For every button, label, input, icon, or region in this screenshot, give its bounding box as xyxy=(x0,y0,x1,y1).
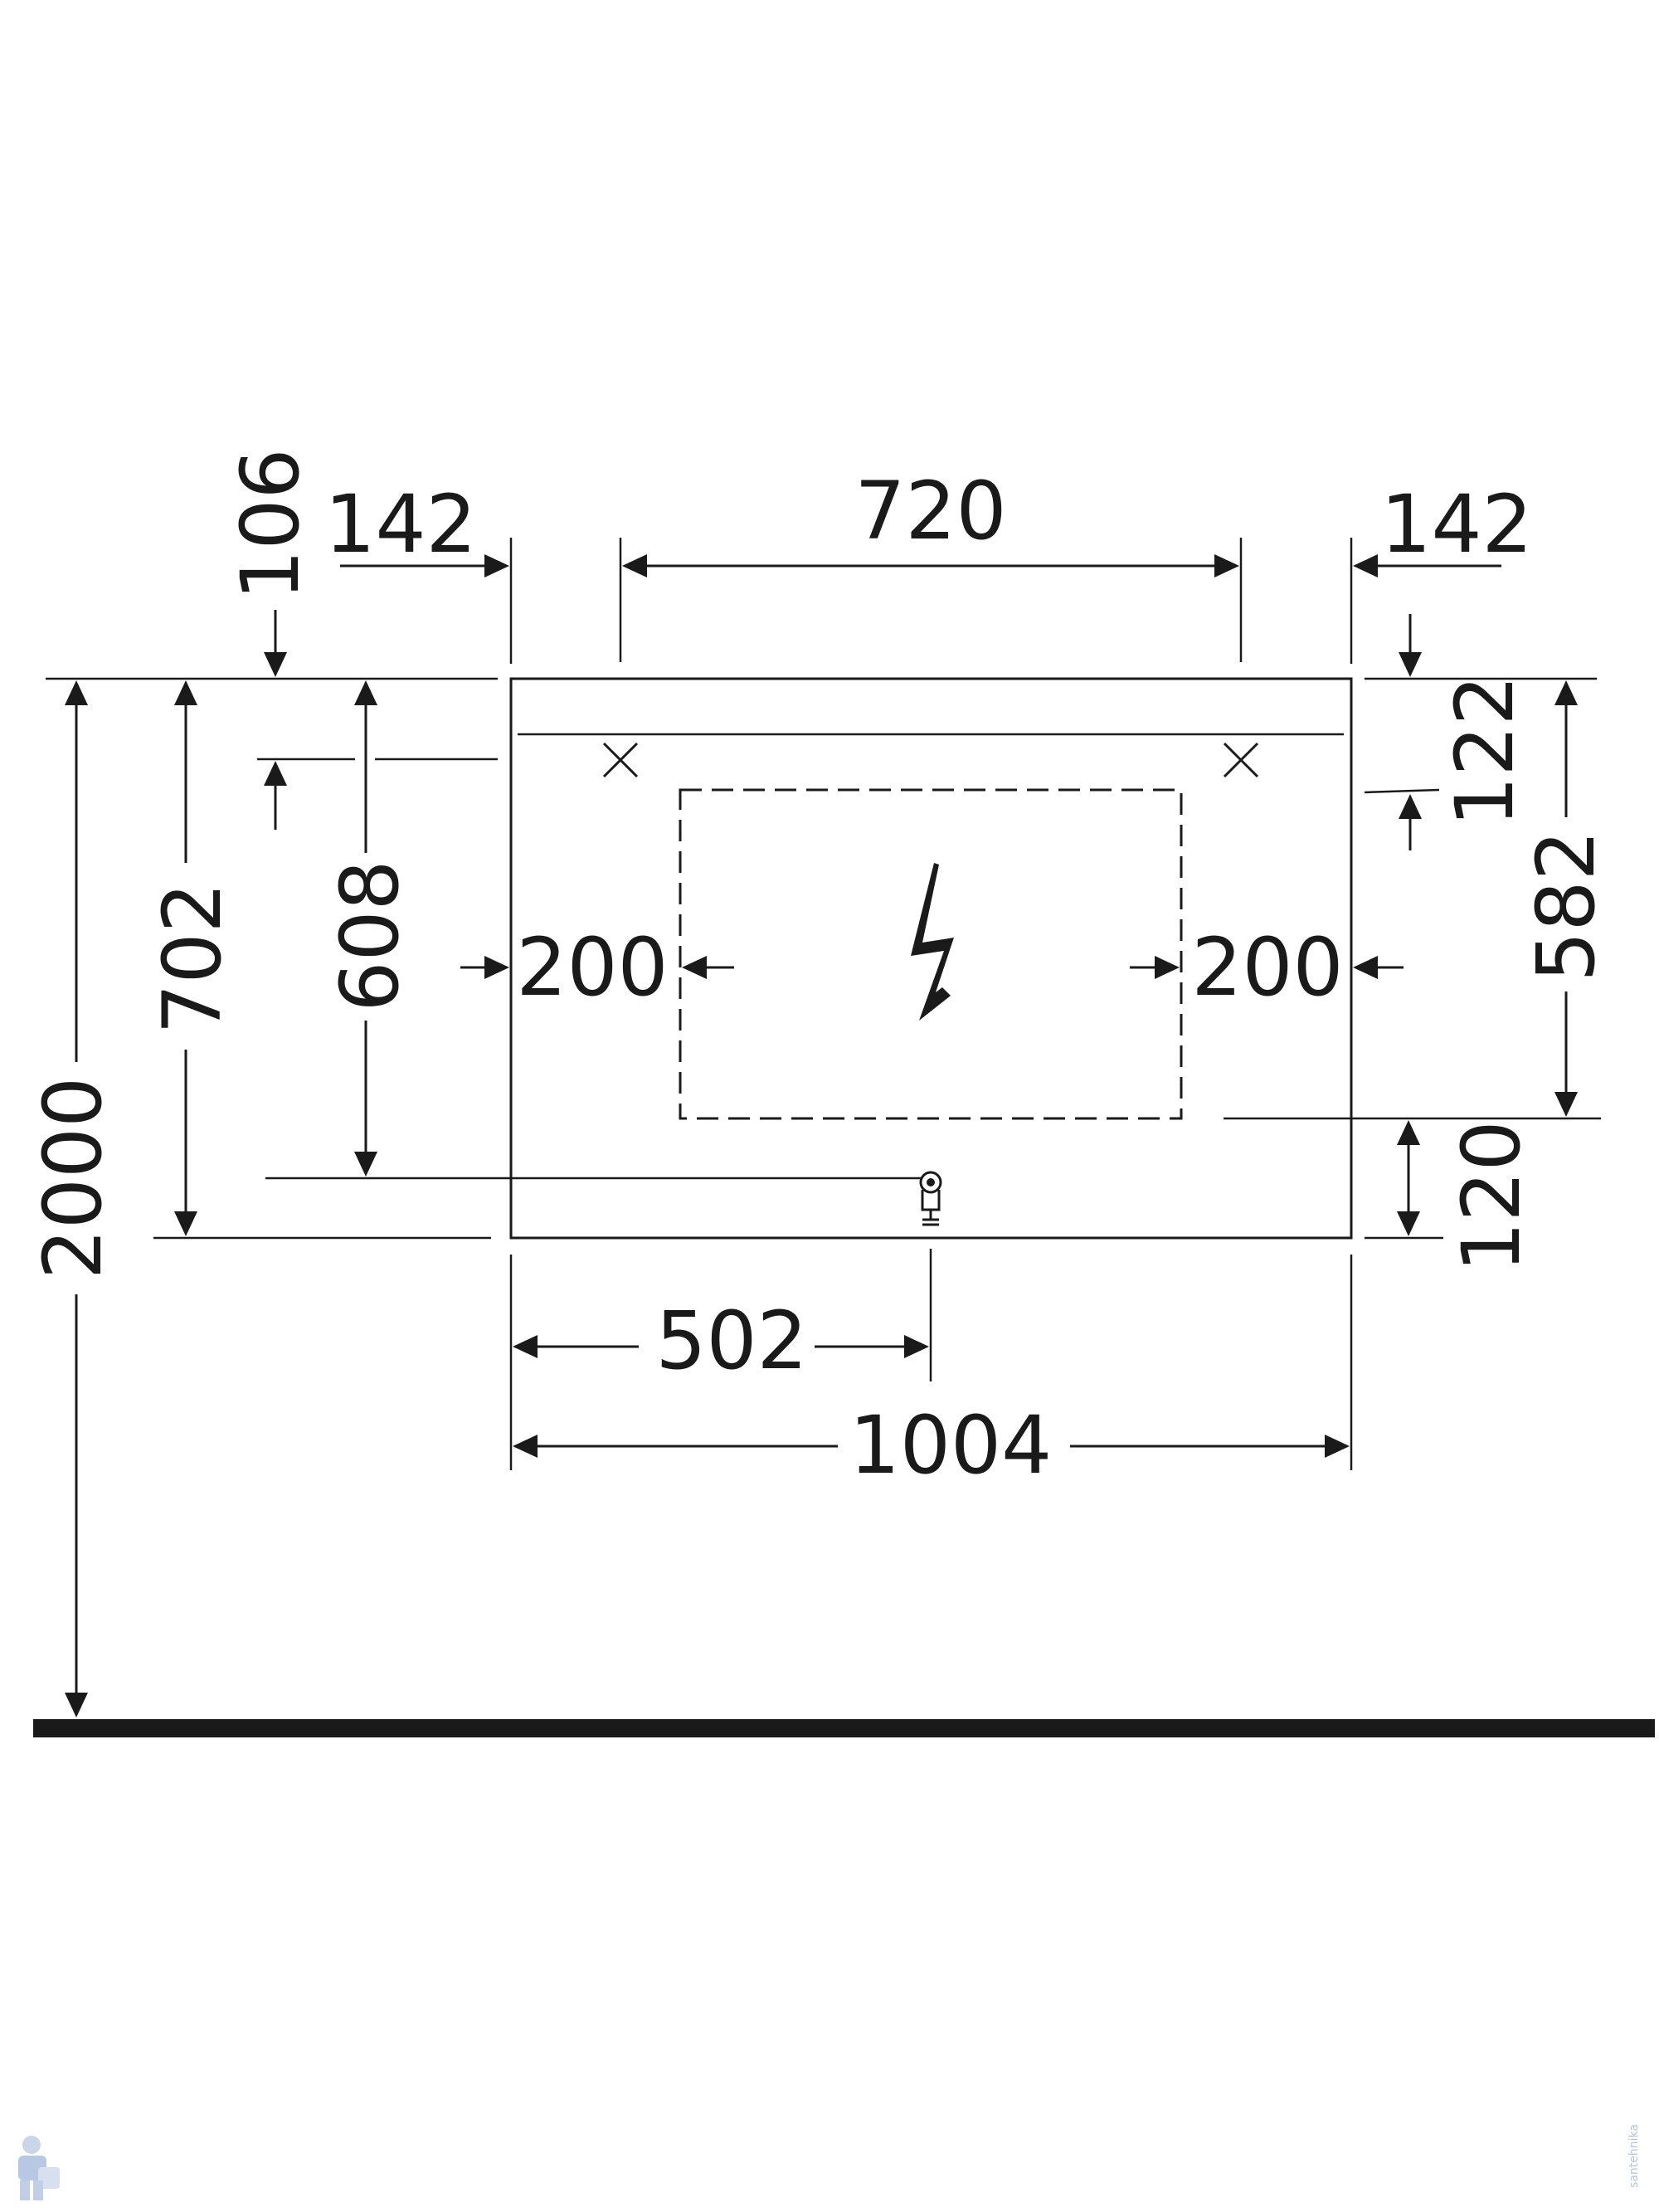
dim-1004: 1004 xyxy=(849,1399,1052,1492)
electrical-zone xyxy=(679,788,1183,1120)
dim-720: 720 xyxy=(854,465,1006,558)
dim-106: 106 xyxy=(224,448,317,600)
dim-line-2000 xyxy=(65,680,88,1717)
lightning-bolt-icon xyxy=(911,863,954,1021)
dim-2000: 2000 xyxy=(27,1077,119,1279)
extension-lines xyxy=(46,538,1601,1470)
dim-200-right: 200 xyxy=(1191,921,1343,1014)
drain-outlet-icon xyxy=(919,1171,942,1226)
dim-582: 582 xyxy=(1520,830,1613,982)
floor-line xyxy=(33,1719,1655,1737)
watermark-text: santehnika xyxy=(1627,2124,1641,2188)
dim-122: 122 xyxy=(1438,675,1531,826)
dim-142-left: 142 xyxy=(324,478,476,571)
dim-line-582 xyxy=(1554,680,1578,1117)
dim-502: 502 xyxy=(655,1294,807,1387)
dim-line-200-left xyxy=(460,956,734,979)
dim-line-608 xyxy=(354,680,377,1177)
dim-line-720 xyxy=(622,554,1239,577)
dim-line-120 xyxy=(1397,1120,1420,1236)
dim-608: 608 xyxy=(324,860,416,1011)
dim-line-106 xyxy=(264,610,287,830)
dim-200-left: 200 xyxy=(516,921,668,1014)
mounting-cross-icon xyxy=(1223,742,1259,778)
dim-line-502 xyxy=(513,1335,929,1358)
dim-142-right: 142 xyxy=(1380,478,1532,571)
dim-line-1004 xyxy=(513,1435,1350,1458)
dim-line-200-right xyxy=(1130,956,1404,979)
dim-120: 120 xyxy=(1445,1120,1538,1272)
cabinet-outline xyxy=(509,677,1353,1240)
dim-line-142-right xyxy=(1353,554,1501,577)
dim-line-122 xyxy=(1399,614,1422,850)
dim-line-702 xyxy=(174,680,197,1236)
watermark-logo xyxy=(18,2136,60,2200)
dim-702: 702 xyxy=(146,882,239,1034)
dim-line-142-left xyxy=(340,554,509,577)
mounting-cross-icon xyxy=(602,742,639,778)
